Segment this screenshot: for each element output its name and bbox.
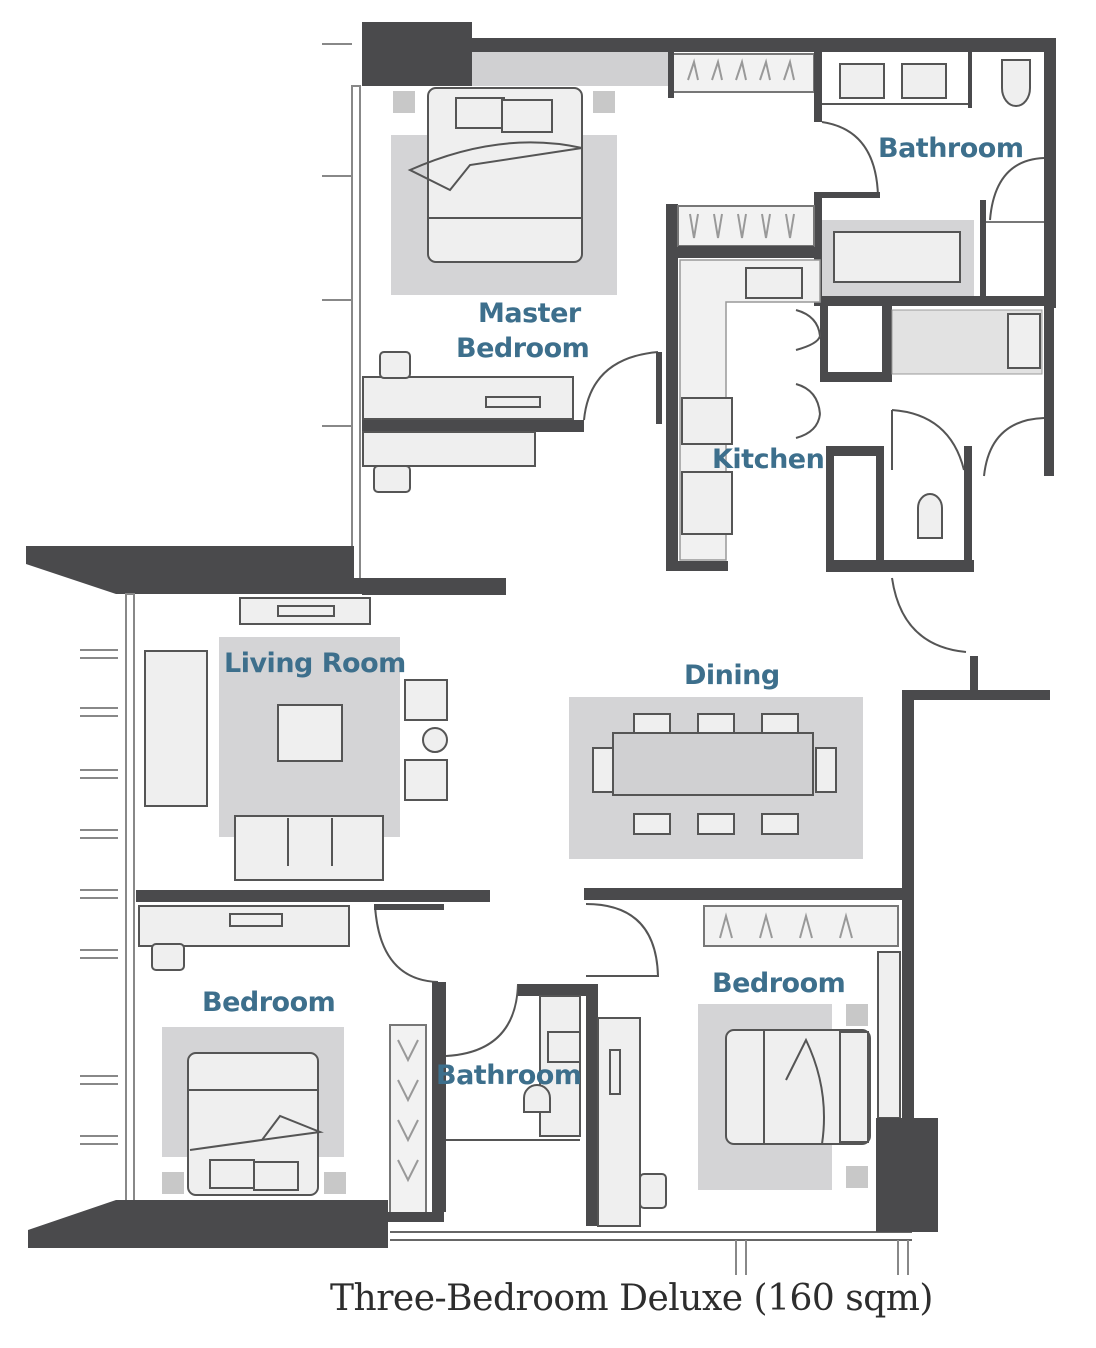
bathroom-shared	[390, 983, 912, 1275]
label-master-bathroom: Bathroom	[878, 133, 1024, 164]
label-living-room: Living Room	[224, 648, 406, 679]
label-bedroom-right: Bedroom	[712, 968, 846, 999]
dining	[569, 690, 1050, 1120]
master-bathroom	[668, 38, 1056, 308]
bedroom-right	[584, 888, 938, 1232]
label-kitchen: Kitchen	[712, 444, 825, 475]
label-bathroom-shared: Bathroom	[436, 1060, 582, 1091]
label-dining: Dining	[684, 660, 780, 691]
label-master-bedroom: Master	[478, 298, 581, 329]
kitchen	[666, 204, 1054, 690]
bedroom-left	[28, 890, 490, 1248]
plan-title: Three-Bedroom Deluxe (160 sqm)	[330, 1278, 933, 1319]
label-bedroom-left: Bedroom	[202, 987, 336, 1018]
label-master-bedroom-line2: Bedroom	[456, 333, 590, 364]
master-bedroom	[322, 22, 1056, 595]
living-room	[26, 546, 506, 1203]
